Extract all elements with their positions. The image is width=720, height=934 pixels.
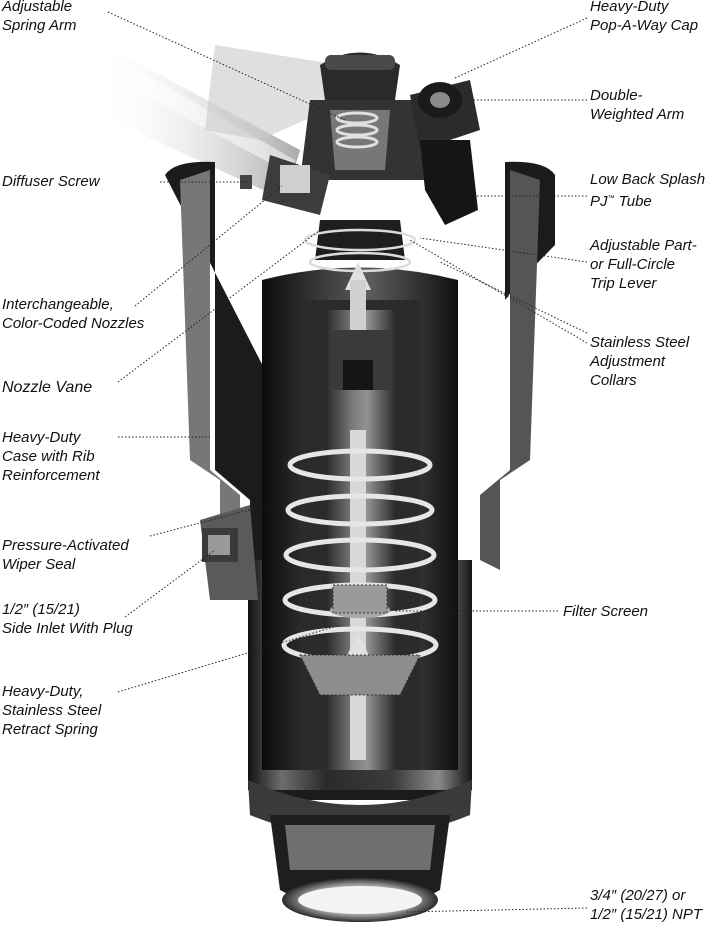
leader-lines [107,11,588,913]
label-wiper-seal: Pressure-Activated Wiper Seal [2,537,129,573]
label-nozzle-vane: Nozzle Vane [2,379,93,396]
label-adjustable-spring-arm: Adjustable Spring Arm [2,0,77,34]
label-double-weighted-arm: Double- Weighted Arm [590,87,685,123]
label-adjustment-collars: Stainless Steel Adjustment Collars [590,334,690,389]
label-interchangeable-nozzles: Interchangeable, Color-Coded Nozzles [2,296,145,332]
bottom-fitting [248,780,472,922]
label-heavy-duty-case: Heavy-Duty Case with Rib Reinforcement [2,429,100,484]
label-diffuser-screw: Diffuser Screw [2,173,100,190]
label-low-back-splash: Low Back Splash PJ™ Tube [590,171,706,210]
label-filter-screen: Filter Screen [563,603,649,620]
label-pop-a-way-cap: Heavy-Duty Pop-A-Way Cap [590,0,699,34]
retract-spring [281,448,439,664]
label-side-inlet: 1/2″ (15/21) Side Inlet With Plug [2,601,133,637]
sprinkler-head [205,45,480,390]
label-retract-spring: Heavy-Duty, Stainless Steel Retract Spri… [2,683,102,738]
label-trip-lever: Adjustable Part- or Full-Circle Trip Lev… [590,237,697,292]
label-npt: 3/4″ (20/27) or 1/2″ (15/21) NPT [590,887,703,923]
side-inlet-plug [200,505,258,600]
filter-screen [299,584,421,696]
